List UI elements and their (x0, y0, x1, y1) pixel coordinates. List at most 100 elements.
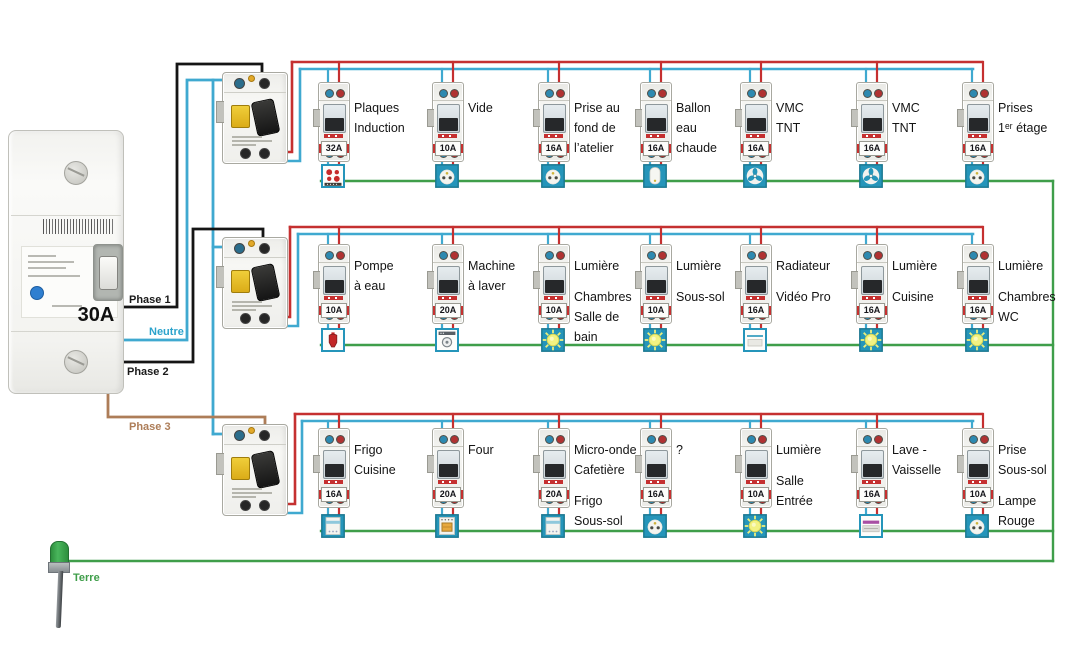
neutral-terminal (969, 435, 978, 444)
din-clip (851, 271, 858, 289)
neutral-terminal (969, 251, 978, 260)
rcd-lever[interactable] (250, 449, 281, 490)
neutral-terminal (969, 89, 978, 98)
breaker-switch[interactable] (967, 104, 990, 133)
breaker-switch[interactable] (745, 104, 768, 133)
din-clip (313, 109, 320, 127)
circuit-label-line: TNT (892, 121, 917, 135)
screw-icon (64, 350, 88, 374)
breaker-switch[interactable] (645, 104, 668, 133)
breaker-rating-label: 16A (319, 487, 349, 502)
breaker-switch[interactable] (437, 104, 460, 133)
trip-indicator (968, 480, 987, 484)
live-terminal (336, 251, 345, 260)
breaker-switch[interactable] (645, 266, 668, 295)
breaker-switch[interactable] (967, 266, 990, 295)
circuit-breaker: 16A (735, 82, 772, 162)
trip-indicator (324, 134, 343, 138)
circuit-breaker: 10A (427, 82, 464, 162)
phase1-label: Phase 1 (129, 294, 171, 306)
light-icon (859, 328, 883, 352)
indicator-dot (248, 427, 255, 434)
light-icon (743, 514, 767, 538)
rcd-lever[interactable] (250, 262, 281, 303)
neutral-terminal (325, 89, 334, 98)
circuit-label-line: Cuisine (354, 463, 396, 477)
breaker-rating-label: 10A (319, 303, 349, 318)
din-clip (957, 271, 964, 289)
circuit-label-line: Vide (468, 101, 493, 115)
circuit-label-line: Lampe (998, 494, 1037, 508)
trip-indicator (646, 134, 665, 138)
breaker-switch[interactable] (543, 450, 566, 479)
breaker-switch[interactable] (543, 266, 566, 295)
breaker-switch[interactable] (323, 104, 346, 133)
circuit-label-line: 1ᵉʳ étage (998, 121, 1048, 135)
breaker-switch[interactable] (323, 450, 346, 479)
circuit-label-line: Ballon (676, 101, 711, 115)
din-clip (635, 271, 642, 289)
breaker-switch[interactable] (645, 450, 668, 479)
circuit-label-line: VMC (776, 101, 804, 115)
circuit-breaker: 10A (635, 244, 672, 324)
circuit-label-line: Prise au (574, 101, 620, 115)
output-terminal (239, 500, 251, 511)
circuit-label-line: TNT (776, 121, 801, 135)
breaker-rating-label: 16A (963, 141, 993, 156)
breaker-switch[interactable] (861, 450, 884, 479)
trip-indicator (646, 296, 665, 300)
live-terminal (556, 89, 565, 98)
din-clip (851, 109, 858, 127)
din-clip (533, 271, 540, 289)
trip-indicator (544, 296, 563, 300)
test-button[interactable] (30, 286, 44, 300)
din-clip (313, 271, 320, 289)
circuit-label-line: Vidéo Pro (776, 290, 831, 304)
circuit-label-line: Prise (998, 443, 1027, 457)
trip-indicator (968, 134, 987, 138)
fan-icon (859, 164, 883, 188)
trip-indicator (438, 296, 457, 300)
fan-icon (743, 164, 767, 188)
circuit-label-line: Lumière (892, 259, 938, 273)
breaker-rating-label: 16A (741, 303, 771, 318)
circuit-breaker: 10A (957, 428, 994, 508)
circuit-breaker: 20A (533, 428, 570, 508)
breaker-switch[interactable] (967, 450, 990, 479)
circuit-label-line (776, 460, 821, 471)
rcd-test-button[interactable] (231, 105, 250, 128)
neutral-terminal (439, 251, 448, 260)
breaker-switch[interactable] (745, 450, 768, 479)
main-breaker-handle[interactable] (99, 256, 118, 290)
circuit-label-line: Chambres (574, 290, 632, 304)
trip-indicator (746, 134, 765, 138)
breaker-switch[interactable] (437, 450, 460, 479)
breaker-switch[interactable] (745, 266, 768, 295)
rcd-differential-switch (216, 237, 288, 329)
circuit-label-line: Pompe (354, 259, 394, 273)
indicator-dot (248, 75, 255, 82)
circuit-breaker: 16A (635, 428, 672, 508)
breaker-switch[interactable] (323, 266, 346, 295)
circuit-breaker: 10A (313, 244, 350, 324)
radiator-icon (743, 328, 767, 352)
main-breaker-rating: 30A (77, 304, 115, 326)
breaker-rating-label: 16A (539, 141, 569, 156)
circuit-breaker: 16A (735, 244, 772, 324)
main-switch-recess (93, 244, 123, 301)
breaker-switch[interactable] (861, 266, 884, 295)
circuit-label-line (574, 480, 637, 491)
rcd-lever[interactable] (250, 97, 281, 138)
breaker-switch[interactable] (437, 266, 460, 295)
circuit-label-line: Chambres (998, 290, 1056, 304)
trip-indicator (438, 134, 457, 138)
input-terminal (233, 78, 245, 89)
rcd-test-button[interactable] (231, 270, 250, 293)
breaker-switch[interactable] (861, 104, 884, 133)
rcd-test-button[interactable] (231, 457, 250, 480)
breaker-switch[interactable] (543, 104, 566, 133)
